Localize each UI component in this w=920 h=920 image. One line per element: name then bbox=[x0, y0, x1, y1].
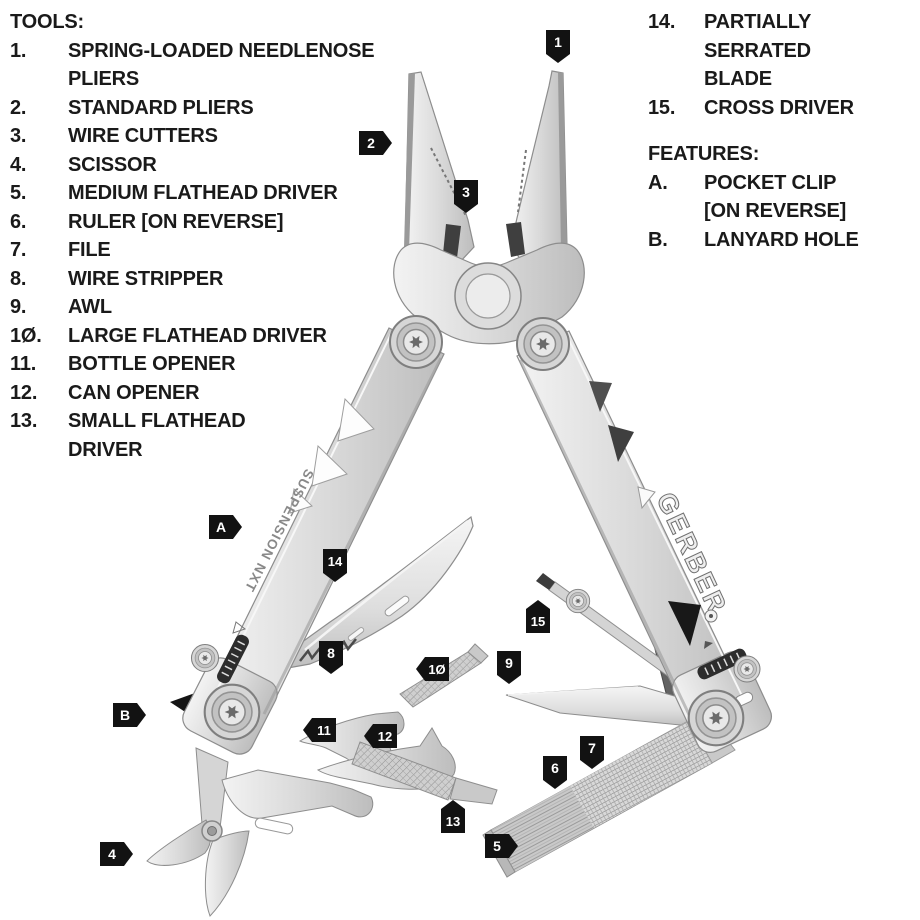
tool-item-2: 2. STANDARD PLIERS bbox=[10, 94, 378, 123]
callout-marker-A: A bbox=[209, 515, 242, 539]
tool-item-2: 15. CROSS DRIVER bbox=[648, 94, 914, 123]
tool-number: 6. bbox=[10, 210, 27, 233]
wire-cutter-slot-left bbox=[443, 224, 461, 258]
ruler-stamp bbox=[217, 634, 249, 684]
file-texture bbox=[570, 721, 712, 828]
torx-screw-small bbox=[190, 643, 220, 673]
handle-cutout bbox=[637, 486, 656, 510]
tool-item-3: 3. WIRE CUTTERS bbox=[10, 122, 378, 151]
handle-black-triangle bbox=[668, 601, 701, 646]
tool-number: 15. bbox=[648, 96, 676, 119]
callout-marker-8: 8 bbox=[319, 641, 343, 674]
handle-cutout bbox=[589, 381, 612, 412]
callout-marker-7: 7 bbox=[580, 736, 604, 769]
tool-label: STANDARD PLIERS bbox=[68, 96, 254, 119]
wire-cutter-slot-right bbox=[506, 222, 525, 257]
tool-item-1: 1. SPRING-LOADED NEEDLENOSE PLIERS bbox=[10, 37, 378, 94]
tool-item-13: 13. SMALL FLATHEAD DRIVER bbox=[10, 407, 378, 464]
tool-label: PARTIALLY SERRATED BLADE bbox=[704, 11, 811, 90]
tool-number: 2. bbox=[10, 96, 27, 119]
tool-item-5: 5. MEDIUM FLATHEAD DRIVER bbox=[10, 179, 378, 208]
callout-marker-1: 1 bbox=[546, 30, 570, 63]
callout-marker-15: 15 bbox=[526, 600, 550, 633]
torx-screw-large bbox=[687, 689, 745, 747]
callout-marker-12: 12 bbox=[364, 724, 397, 748]
callout-marker-3: 3 bbox=[454, 180, 478, 213]
tool-label: FILE bbox=[68, 239, 111, 261]
callout-marker-9: 9 bbox=[497, 651, 521, 684]
tool-item-12: 12. CAN OPENER bbox=[10, 379, 378, 408]
tool-number: 14. bbox=[648, 11, 676, 33]
torx-screw-small bbox=[733, 655, 761, 683]
tool-item-4: 4. SCISSOR bbox=[10, 151, 378, 180]
tool-label: SCISSOR bbox=[68, 153, 157, 176]
handle-cutout bbox=[289, 487, 313, 514]
callout-marker-11: 11 bbox=[303, 718, 336, 742]
tools-legend: TOOLS: 1. SPRING-LOADED NEEDLENOSE PLIERS… bbox=[10, 8, 378, 464]
tool-item-6: 6. RULER [ON REVERSE] bbox=[10, 208, 378, 237]
tool-label: SPRING-LOADED NEEDLENOSE PLIERS bbox=[68, 39, 375, 91]
callout-marker-6: 6 bbox=[543, 756, 567, 789]
tools-legend-title: TOOLS: bbox=[10, 11, 84, 33]
feature-label: LANYARD HOLE bbox=[704, 228, 859, 251]
tool-number: 1. bbox=[10, 39, 27, 62]
tool-number: 12. bbox=[10, 381, 38, 404]
tool-label: CROSS DRIVER bbox=[704, 96, 854, 119]
handle-cutout bbox=[311, 444, 348, 487]
tool-number: 9. bbox=[10, 296, 27, 318]
tool-label: WIRE CUTTERS bbox=[68, 125, 218, 147]
right-handle-graphic: GERBER bbox=[516, 330, 772, 753]
tool-number: 3. bbox=[10, 125, 27, 147]
tool-item-1: 14. PARTIALLY SERRATED BLADE bbox=[648, 8, 914, 94]
feature-number: A. bbox=[648, 171, 668, 194]
tool-number: 8. bbox=[10, 267, 27, 290]
callout-marker-5: 5 bbox=[485, 834, 518, 858]
right-pivot-screw bbox=[516, 317, 570, 371]
tool-number: 4. bbox=[10, 153, 27, 176]
feature-label: POCKET CLIP [ON REVERSE] bbox=[704, 171, 847, 223]
awl-graphic bbox=[505, 685, 691, 727]
tool-item-8: 8. WIRE STRIPPER bbox=[10, 265, 378, 294]
tool-item-11: 11. BOTTLE OPENER bbox=[10, 350, 378, 379]
callout-marker-4: 4 bbox=[100, 842, 133, 866]
tool-label: AWL bbox=[68, 296, 112, 318]
tool-item-10: 1Ø. LARGE FLATHEAD DRIVER bbox=[10, 322, 378, 351]
tool-label: MEDIUM FLATHEAD DRIVER bbox=[68, 182, 338, 204]
ruler-stamp bbox=[697, 648, 747, 680]
tool-item-9: 9. AWL bbox=[10, 293, 378, 322]
torx-screw-large bbox=[203, 683, 261, 741]
left-pivot-screw bbox=[389, 315, 443, 369]
tool-label: SMALL FLATHEAD DRIVER bbox=[68, 410, 246, 461]
callout-marker-13: 13 bbox=[441, 800, 465, 833]
tool-number: 7. bbox=[10, 239, 27, 261]
callout-marker-1Ø: 1Ø bbox=[416, 657, 449, 681]
handle-cutout bbox=[337, 397, 375, 442]
serrated-blade-graphic bbox=[287, 515, 474, 669]
tool-number: 1Ø. bbox=[10, 324, 42, 347]
tool-label: LARGE FLATHEAD DRIVER bbox=[68, 324, 327, 347]
tool-label: WIRE STRIPPER bbox=[68, 267, 224, 290]
tool-number: 5. bbox=[10, 182, 27, 204]
tool-number: 13. bbox=[10, 410, 38, 432]
callout-marker-14: 14 bbox=[323, 549, 347, 582]
features-legend: FEATURES: A. POCKET CLIP [ON REVERSE] B. LA… bbox=[648, 140, 914, 254]
handle-cutout bbox=[608, 425, 634, 462]
tool-item-7: 7. FILE bbox=[10, 236, 378, 265]
needlenose-pliers-graphic bbox=[404, 70, 568, 264]
right-legend: 14. PARTIALLY SERRATED BLADE 15. CROSS DRIV… bbox=[648, 8, 914, 254]
tool-label: RULER [ON REVERSE] bbox=[68, 210, 284, 233]
feature-item-2: B. LANYARD HOLE bbox=[648, 226, 914, 255]
callout-marker-2: 2 bbox=[359, 131, 392, 155]
tool-label: CAN OPENER bbox=[68, 381, 200, 404]
features-legend-title: FEATURES: bbox=[648, 143, 760, 165]
scissor-graphic bbox=[146, 747, 374, 917]
tool-number: 11. bbox=[10, 353, 37, 375]
callout-marker-B: B bbox=[113, 703, 146, 727]
feature-item-1: A. POCKET CLIP [ON REVERSE] bbox=[648, 169, 914, 226]
feature-number: B. bbox=[648, 228, 668, 251]
tool-label: BOTTLE OPENER bbox=[68, 353, 236, 375]
